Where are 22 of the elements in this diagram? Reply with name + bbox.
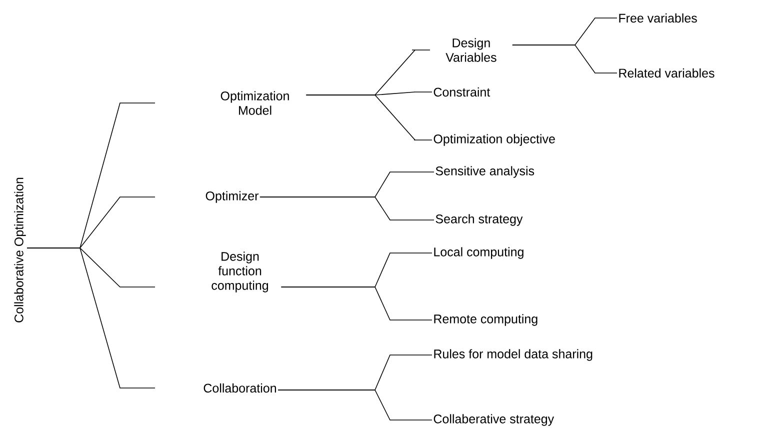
bracket-line [306, 94, 432, 140]
branch-label: Optimization Model [220, 91, 289, 115]
bracket-line [280, 286, 432, 320]
branch-label: Sensitive analysis [436, 166, 534, 178]
branch-label: Optimizer [206, 191, 259, 203]
branch-label: Collaboration [204, 383, 276, 393]
branch-label: Rules for model data sharing [434, 349, 592, 361]
bracket-line [26, 248, 156, 388]
branch-label: Optimization objective [434, 134, 555, 146]
branch-label: Search strategy [436, 214, 523, 226]
branch-label: Local computing [434, 247, 524, 259]
branch-label: Related variables [619, 68, 714, 78]
branch-label: Constraint [434, 87, 490, 97]
branch-label: Design function computing [212, 252, 268, 292]
branch-label: Free variables [619, 13, 697, 23]
branch-label: Collaborative Optimization [14, 178, 26, 322]
bracket-line [260, 196, 434, 220]
branch-label: Collaberative strategy [434, 414, 554, 426]
bracket-line [512, 44, 618, 74]
branch-label: Design Variables [446, 38, 496, 62]
bracket-line [278, 390, 432, 420]
branch-label: Remote computing [434, 314, 538, 326]
